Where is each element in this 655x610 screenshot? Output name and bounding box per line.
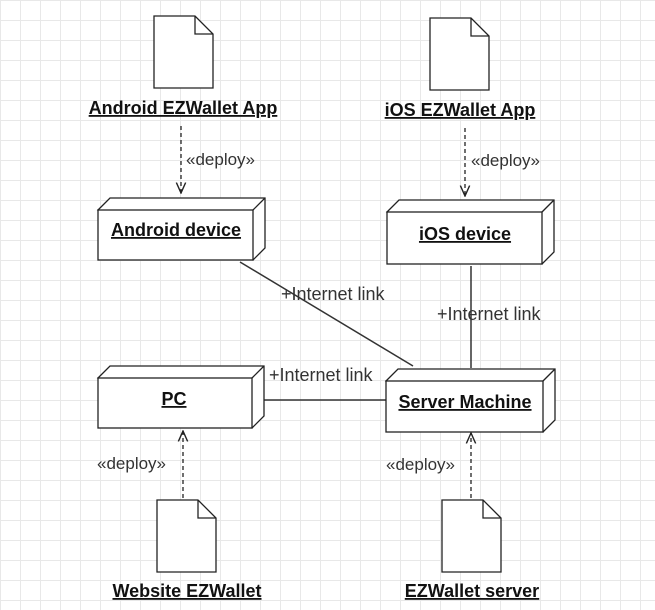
artifact-server-label: EZWallet server [405,581,539,601]
android-deploy-label: «deploy» [186,150,255,169]
artifact-website[interactable] [156,499,217,573]
server-deploy-label: «deploy» [386,455,455,474]
node-server-machine[interactable] [384,368,556,433]
android-server-link[interactable] [239,261,414,367]
node-pc-label: PC [161,389,186,409]
artifact-website-label: Website EZWallet [112,581,261,601]
document-icon [156,499,217,573]
document-icon [153,15,214,89]
node-android-device[interactable] [96,197,266,261]
artifact-server[interactable] [441,499,502,573]
artifact-ios-app[interactable] [429,17,490,91]
node-server-machine-label: Server Machine [398,392,531,412]
android-server-link-label: +Internet link [281,284,386,304]
node-ios-device-label: iOS device [419,224,511,244]
artifact-android-app[interactable] [153,15,214,89]
ios-server-link-label: +Internet link [437,304,542,324]
artifact-ios-app-label: iOS EZWallet App [385,100,536,120]
node-ios-device[interactable] [385,199,555,265]
pc-server-link-label: +Internet link [269,365,374,385]
ios-deploy-label: «deploy» [471,151,540,170]
node-pc[interactable] [96,365,265,429]
node-android-device-label: Android device [111,220,241,240]
document-icon [441,499,502,573]
document-icon [429,17,490,91]
pc-deploy-label: «deploy» [97,454,166,473]
artifact-android-app-label: Android EZWallet App [89,98,278,118]
